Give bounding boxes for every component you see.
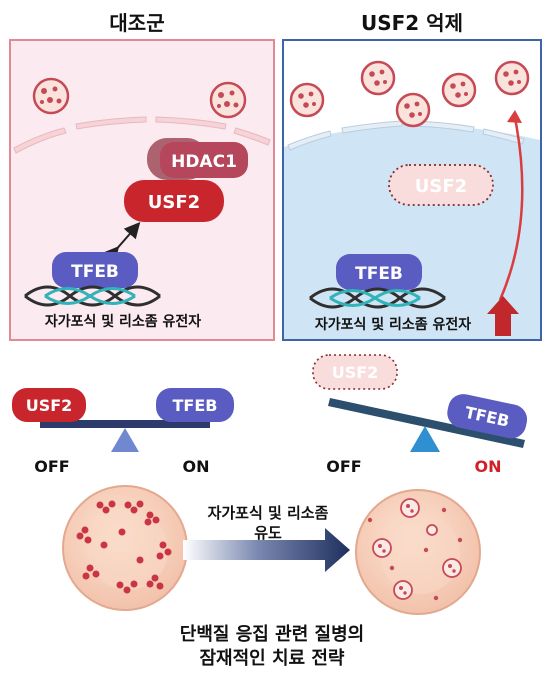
balance-fulcrum-right — [410, 426, 440, 452]
balance-left: USF2 TFEB OFF ON — [12, 388, 234, 476]
balance-beam-right — [328, 398, 525, 448]
cell-membrane-left — [13, 116, 271, 154]
balance-usf2-left — [12, 388, 86, 422]
right-off-label: OFF — [326, 457, 361, 476]
usf2-protein: USF2 — [124, 180, 224, 222]
balance-fulcrum-left — [111, 428, 139, 452]
aggregate-vesicle-icon — [209, 81, 247, 119]
tfeb-label-right: TFEB — [355, 264, 403, 284]
balance-beam-left — [40, 420, 210, 428]
control-title: 대조군 — [109, 11, 164, 35]
aggregate-vesicle-icon — [395, 92, 431, 128]
upregulation-arrow-icon — [487, 296, 519, 336]
usf2-inhibition-panel: USF2 TFEB 자가포식 및 리소좀 유전자 — [282, 39, 542, 341]
aggregate-vesicle-icon — [441, 72, 477, 108]
balance-usf2-right-label: USF2 — [332, 363, 379, 382]
usf2-inhibited-protein: USF2 — [388, 164, 494, 206]
left-off-label: OFF — [34, 457, 69, 476]
cell-membrane-right — [287, 120, 525, 151]
usf2-inhibition-title: USF2 억제 — [361, 11, 463, 35]
gene-label-left: 자가포식 및 리소좀 유전자 — [45, 313, 201, 330]
control-panel: HDAC1 USF2 TFEB 자가포식 및 리소좀 유전자 — [9, 39, 275, 341]
balance-usf2-left-label: USF2 — [26, 396, 73, 415]
balance-tfeb-left — [156, 388, 234, 422]
usf2-label: USF2 — [148, 192, 200, 213]
export-arrow — [498, 117, 524, 301]
balance-tfeb-right — [447, 394, 528, 439]
hdac1-protein: HDAC1 — [147, 138, 248, 180]
dna-helix-icon — [24, 285, 161, 307]
dna-helix-icon — [309, 287, 446, 309]
balance-tfeb-left-label: TFEB — [173, 396, 218, 415]
interaction-arrow — [102, 221, 141, 264]
aggregate-cell-icon — [62, 485, 188, 611]
left-on-label: ON — [183, 457, 210, 476]
induction-label-line2: 유도 — [254, 524, 282, 542]
cleared-cell-icon — [355, 489, 481, 615]
right-on-label: ON — [475, 457, 502, 476]
conclusion-line1: 단백질 응집 관련 질병의 — [180, 624, 364, 645]
balance-right: USF2 TFEB OFF ON — [312, 354, 528, 476]
induction-arrow — [183, 528, 350, 572]
gene-label-right: 자가포식 및 리소좀 유전자 — [315, 316, 471, 333]
aggregate-vesicle-icon — [32, 77, 70, 115]
export-arrowhead — [507, 110, 522, 123]
tfeb-protein: TFEB — [52, 252, 138, 288]
tfeb-protein: TFEB — [336, 254, 422, 290]
aggregate-vesicle-icon — [494, 60, 530, 96]
balance-usf2-right — [312, 354, 398, 390]
induction-label-line1: 자가포식 및 리소좀 — [208, 504, 329, 522]
tfeb-label: TFEB — [71, 262, 119, 282]
aggregate-vesicle-icon — [360, 60, 396, 96]
conclusion-line2: 잠재적인 치료 전략 — [199, 648, 344, 669]
usf2-inhibited-label: USF2 — [415, 176, 467, 197]
hdac1-label: HDAC1 — [171, 152, 237, 172]
aggregate-vesicle-icon — [289, 82, 325, 118]
